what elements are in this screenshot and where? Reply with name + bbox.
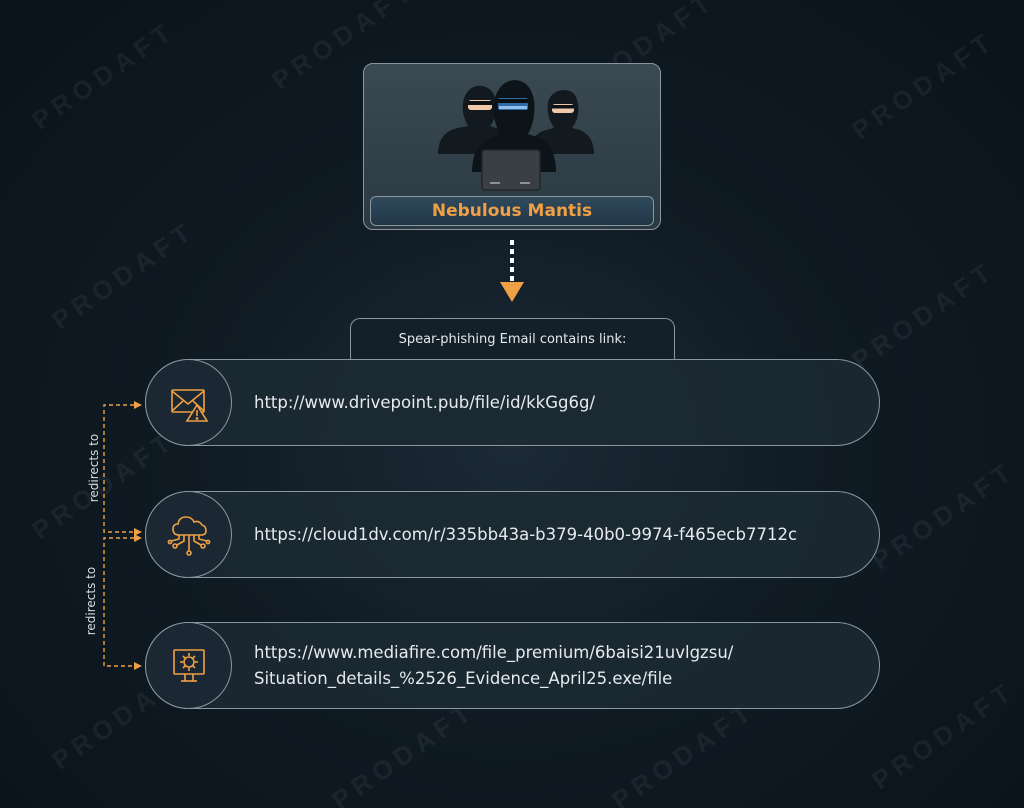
link-url-line: https://cloud1dv.com/r/335bb43a-b379-40b… bbox=[254, 524, 798, 544]
hooded-hackers-icon bbox=[438, 80, 594, 191]
cloud-network-icon bbox=[145, 491, 232, 578]
link-url[interactable]: http://www.drivepoint.pub/file/id/kkGg6g… bbox=[254, 360, 859, 445]
email-warning-icon bbox=[145, 359, 232, 446]
link-step-payload: https://www.mediafire.com/file_premium/6… bbox=[145, 622, 880, 709]
malware-monitor-icon bbox=[145, 622, 232, 709]
link-url-line: http://www.drivepoint.pub/file/id/kkGg6g… bbox=[254, 392, 596, 412]
connector-arrowhead bbox=[134, 662, 142, 670]
link-step-redirect: https://cloud1dv.com/r/335bb43a-b379-40b… bbox=[145, 491, 880, 578]
redirect-connector-1 bbox=[103, 404, 134, 533]
threat-actor-name: Nebulous Mantis bbox=[370, 196, 654, 226]
connector-arrowhead bbox=[134, 534, 142, 542]
link-url-line: https://www.mediafire.com/file_premium/6… bbox=[254, 642, 734, 662]
threat-actor-card: Nebulous Mantis bbox=[363, 63, 661, 230]
redirect-label-1: redirects to bbox=[87, 433, 101, 503]
link-step-email: http://www.drivepoint.pub/file/id/kkGg6g… bbox=[145, 359, 880, 446]
link-url[interactable]: https://cloud1dv.com/r/335bb43a-b379-40b… bbox=[254, 492, 859, 577]
link-url[interactable]: https://www.mediafire.com/file_premium/6… bbox=[254, 623, 859, 708]
link-url-line: Situation_details_%2526_Evidence_April25… bbox=[254, 668, 673, 688]
connector-arrowhead bbox=[134, 401, 142, 409]
email-link-header: Spear-phishing Email contains link: bbox=[350, 318, 675, 360]
connector-arrowhead bbox=[134, 528, 142, 536]
redirect-connector-2 bbox=[103, 537, 134, 667]
redirect-label-2: redirects to bbox=[84, 566, 98, 636]
flow-arrow-down-icon bbox=[500, 240, 524, 302]
